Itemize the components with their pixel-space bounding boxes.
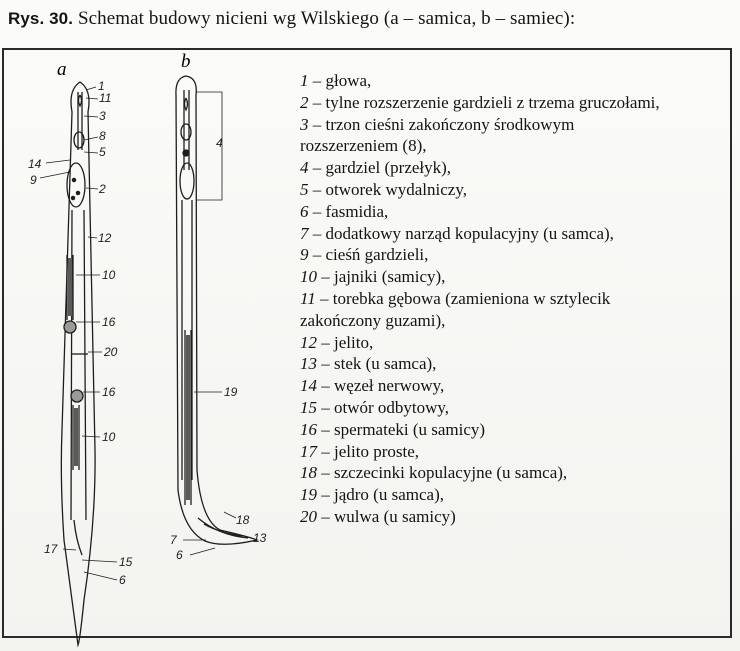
figure-b-letter: b bbox=[181, 51, 191, 72]
label-a-10: 10 bbox=[102, 268, 116, 282]
legend-item-11-cont: zakończony guzami), bbox=[300, 310, 446, 330]
label-a-5: 5 bbox=[99, 145, 106, 159]
label-a-20: 20 bbox=[103, 345, 118, 359]
caption-prefix: Rys. 30. bbox=[8, 9, 74, 28]
label-a-14: 14 bbox=[28, 157, 42, 171]
female-body bbox=[60, 81, 96, 648]
legend-item-13: 13 – stek (u samca), bbox=[300, 354, 437, 374]
legend-item-9: 9 – cieśń gardzieli, bbox=[300, 245, 429, 265]
label-a-1: 1 bbox=[98, 79, 105, 93]
label-b-4: 4 bbox=[216, 136, 223, 150]
figure-a-letter: a bbox=[57, 59, 67, 80]
legend-list: 1 – głowa, 2 – tylne rozszerzenie gardzi… bbox=[300, 70, 660, 528]
legend-item-14: 14 – węzeł nerwowy, bbox=[300, 376, 445, 396]
label-a-8: 8 bbox=[99, 129, 106, 143]
label-b-7: 7 bbox=[170, 533, 178, 547]
legend-item-4: 4 – gardziel (przełyk), bbox=[300, 158, 452, 178]
caption-text: Schemat budowy nicieni wg Wilskiego (a –… bbox=[77, 8, 576, 29]
label-a-11: 11 bbox=[99, 91, 111, 105]
legend-item-2: 2 – tylne rozszerzenie gardzieli z trzem… bbox=[300, 92, 660, 112]
label-b-13: 13 bbox=[253, 531, 267, 545]
label-a-16b: 16 bbox=[102, 385, 116, 399]
legend-item-20: 20 – wulwa (u samicy) bbox=[300, 506, 456, 526]
label-b-18: 18 bbox=[236, 513, 250, 527]
legend-item-16: 16 – spermateki (u samicy) bbox=[300, 419, 486, 439]
legend-item-11: 11 – torebka gębowa (zamieniona w sztyle… bbox=[300, 288, 611, 308]
legend-item-3: 3 – trzon cieśni zakończony środkowym bbox=[300, 114, 575, 134]
label-b-19: 19 bbox=[224, 385, 238, 399]
label-b-6: 6 bbox=[176, 548, 183, 562]
label-a-9: 9 bbox=[30, 173, 37, 187]
label-a-3: 3 bbox=[99, 109, 106, 123]
label-a-17: 17 bbox=[44, 542, 59, 556]
legend-item-15: 15 – otwór odbytowy, bbox=[300, 397, 450, 417]
nematode-diagram: a b 1 11 3 8 5 14 9 2 12 10 16 20 16 10 … bbox=[28, 51, 267, 648]
legend-item-18: 18 – szczecinki kopulacyjne (u samca), bbox=[300, 463, 568, 483]
legend-item-7: 7 – dodatkowy narząd kopulacyjny (u samc… bbox=[300, 223, 614, 243]
legend-item-6: 6 – fasmidia, bbox=[300, 201, 389, 221]
figure-frame bbox=[2, 48, 732, 638]
legend-item-1: 1 – głowa, bbox=[300, 71, 372, 90]
label-a-15: 15 bbox=[119, 555, 133, 569]
figure-caption: Rys. 30. Schemat budowy nicieni wg Wilsk… bbox=[8, 8, 575, 30]
label-a-16: 16 bbox=[102, 315, 116, 329]
legend-item-17: 17 – jelito proste, bbox=[300, 441, 419, 461]
label-a-6: 6 bbox=[119, 573, 126, 587]
legend-item-10: 10 – jajniki (samicy), bbox=[300, 267, 446, 287]
legend-item-3-cont: rozszerzeniem (8), bbox=[300, 136, 427, 156]
legend-item-19: 19 – jądro (u samca), bbox=[300, 485, 444, 505]
legend-item-12: 12 – jelito, bbox=[300, 332, 374, 352]
label-a-12: 12 bbox=[98, 231, 112, 245]
legend-item-5: 5 – otworek wydalniczy, bbox=[300, 179, 467, 199]
label-a-2: 2 bbox=[98, 182, 106, 196]
male-body bbox=[175, 75, 260, 545]
label-a-10b: 10 bbox=[102, 430, 116, 444]
